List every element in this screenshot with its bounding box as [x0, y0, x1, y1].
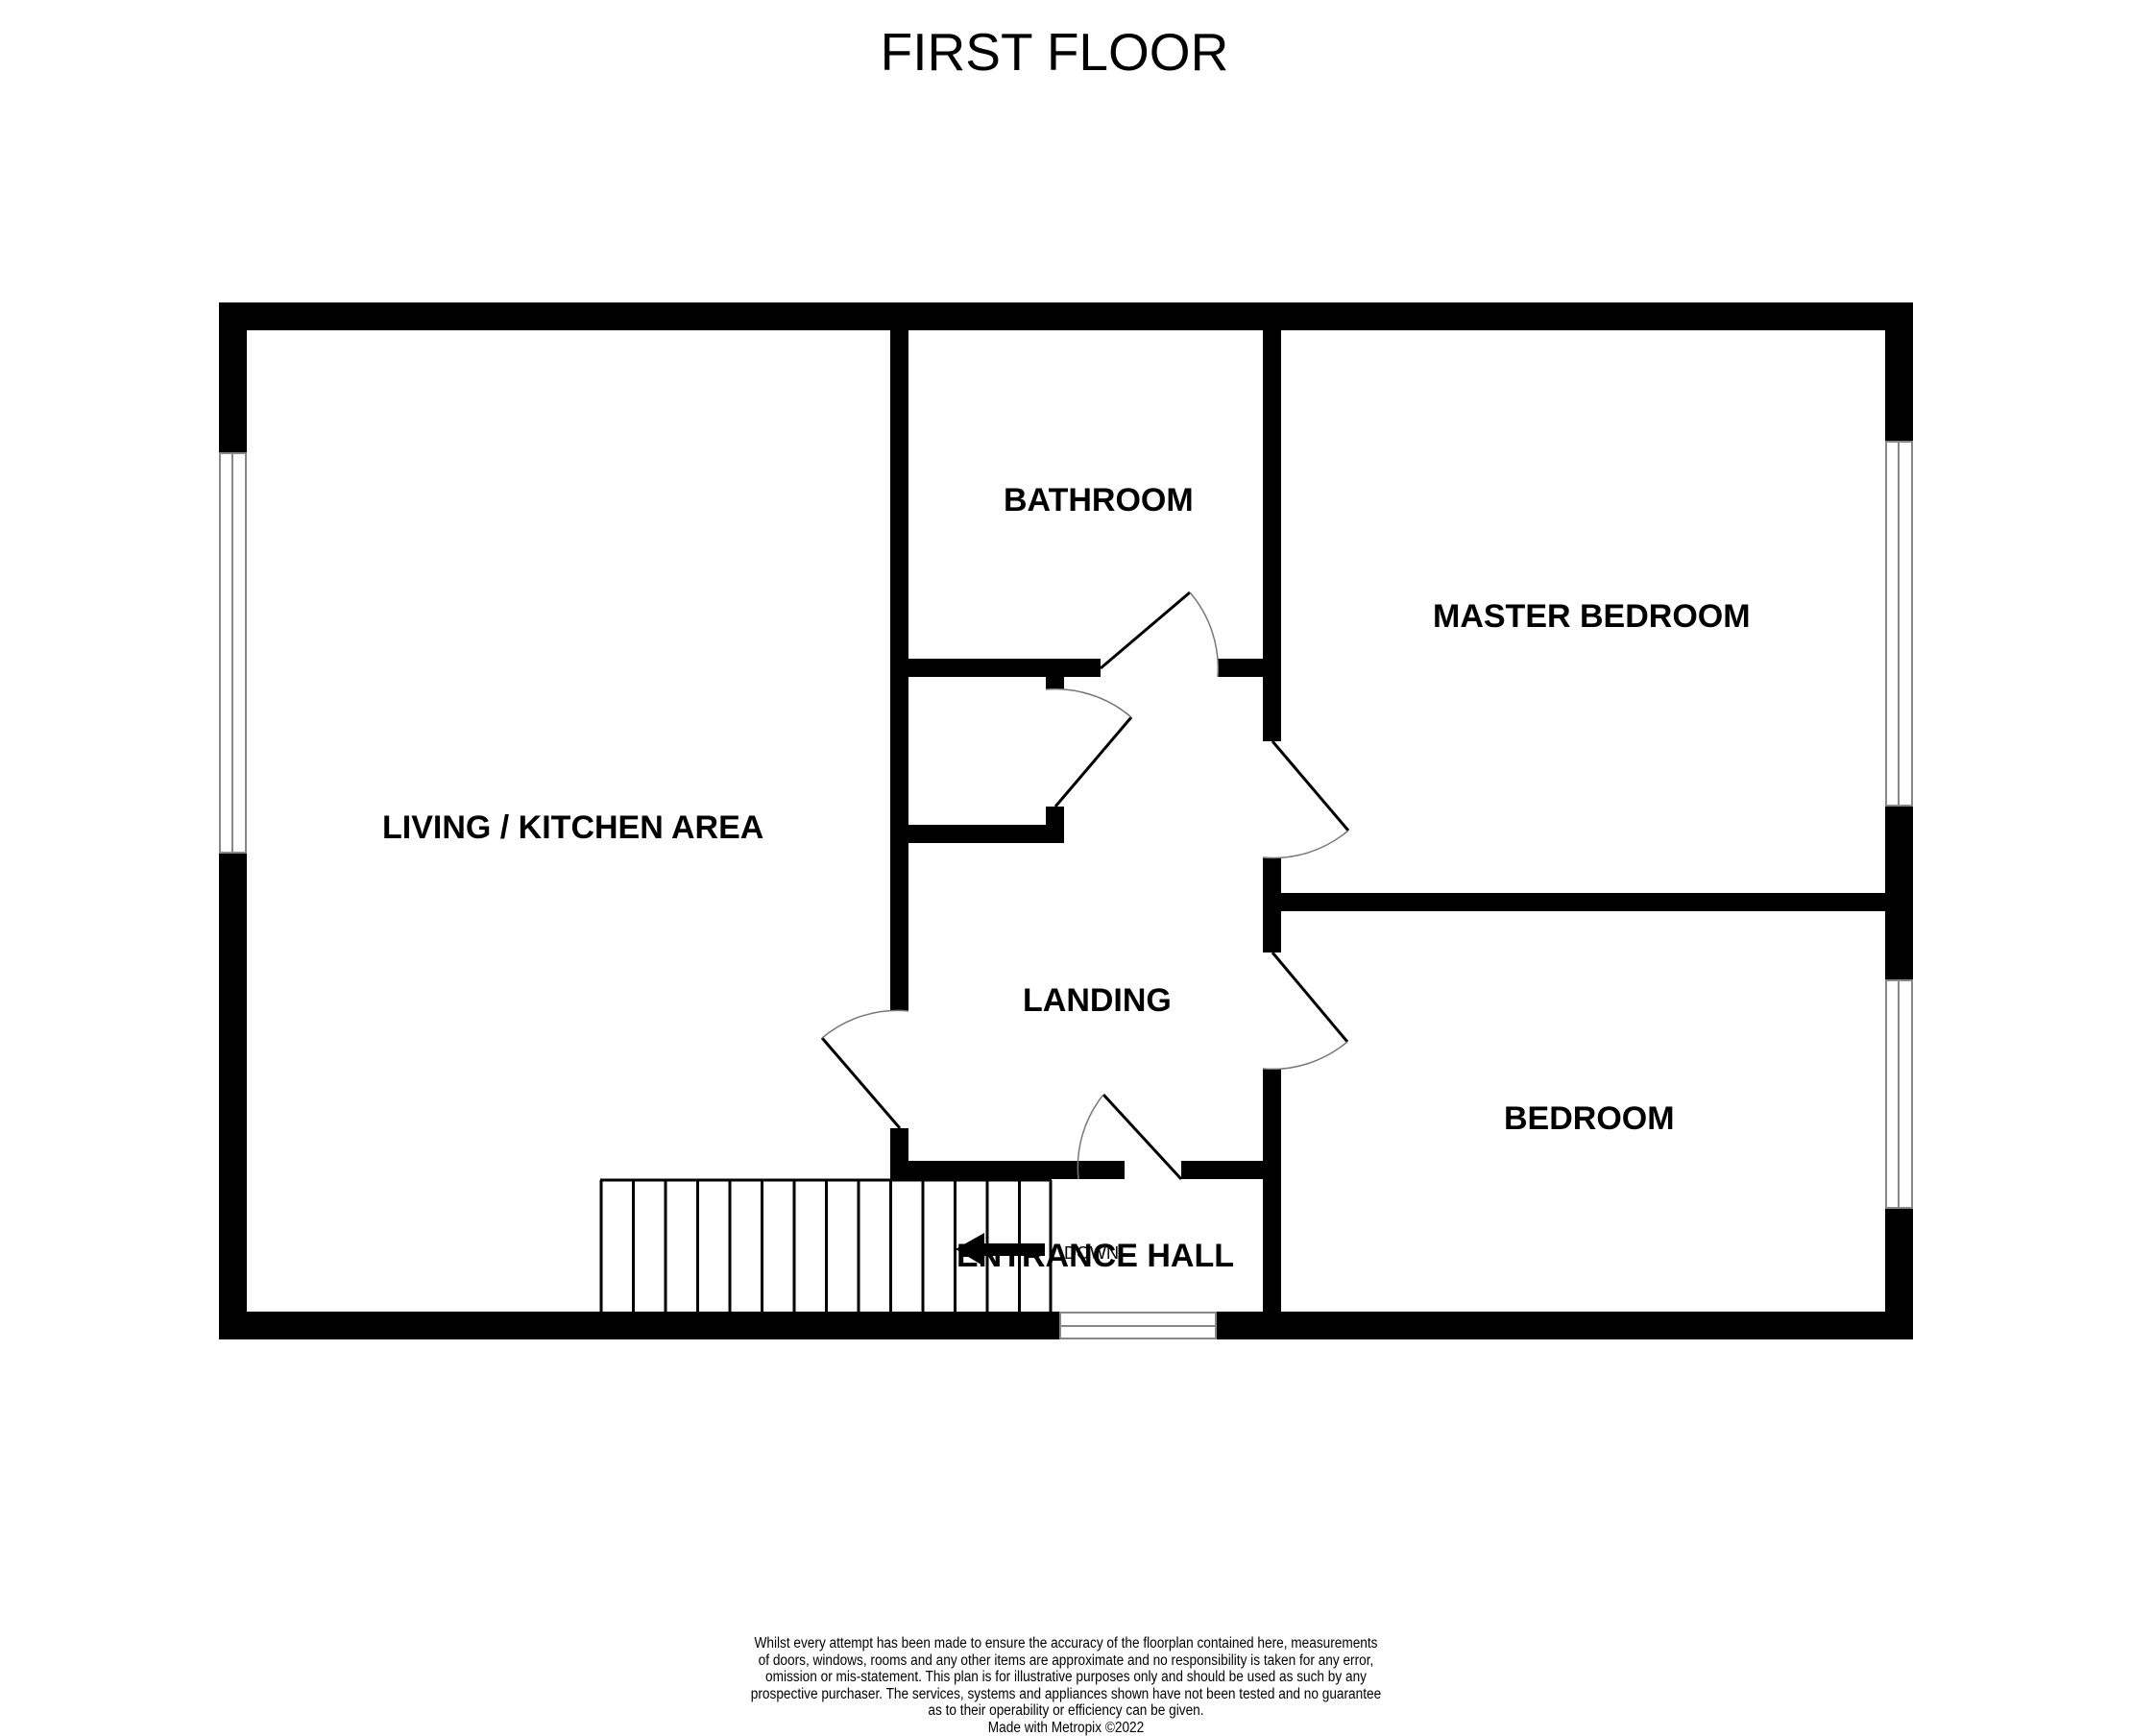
- windows: [220, 442, 1912, 1338]
- disclaimer-line: Whilst every attempt has been made to en…: [719, 1635, 1413, 1652]
- disclaimer: Whilst every attempt has been made to en…: [719, 1635, 1413, 1736]
- door-master-bedroom: [1263, 741, 1348, 858]
- disclaimer-line: as to their operability or efficiency ca…: [719, 1702, 1413, 1720]
- door-bedroom: [1263, 952, 1347, 1069]
- front-door-threshold: [1060, 1313, 1216, 1338]
- window-bedroom: [1886, 980, 1912, 1208]
- door-bathroom: [1101, 592, 1218, 677]
- metropix-credit: Made with Metropix ©2022: [719, 1720, 1413, 1736]
- room-label-master-bedroom: MASTER BEDROOM: [1433, 600, 1751, 633]
- stairs-down-label: DOWN: [1064, 1244, 1119, 1262]
- door-cupboard: [1046, 689, 1131, 807]
- room-label-bedroom: BEDROOM: [1504, 1102, 1675, 1135]
- room-label-bathroom: BATHROOM: [1004, 484, 1194, 517]
- window-master-bedroom: [1886, 442, 1912, 806]
- window-living: [220, 453, 246, 853]
- disclaimer-line: of doors, windows, rooms and any other i…: [719, 1652, 1413, 1670]
- door-living-kitchen: [822, 1010, 908, 1128]
- room-label-living-kitchen: LIVING / KITCHEN AREA: [382, 811, 763, 844]
- room-label-landing: LANDING: [1023, 984, 1172, 1017]
- disclaimer-line: omission or mis-statement. This plan is …: [719, 1669, 1413, 1686]
- internal-walls: [890, 302, 1913, 1339]
- disclaimer-line: prospective purchaser. The services, sys…: [719, 1686, 1413, 1703]
